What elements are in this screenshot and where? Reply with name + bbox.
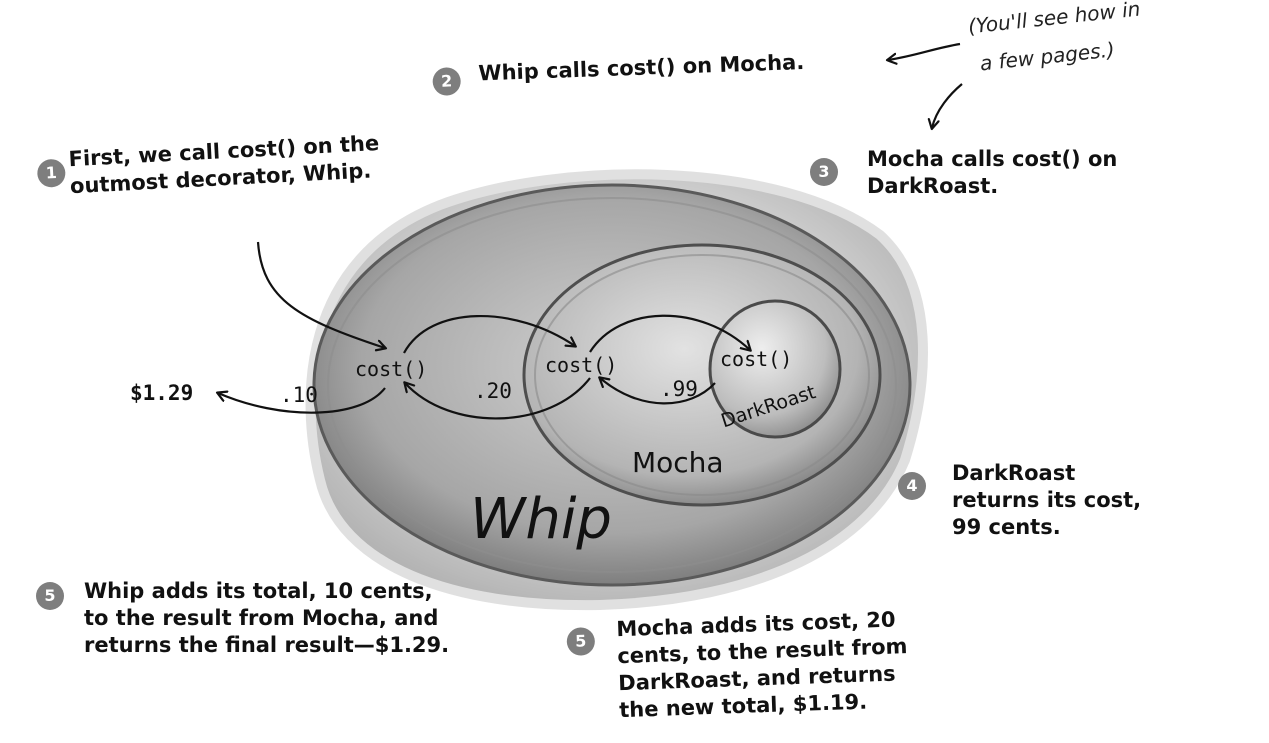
return-arrow-darkroast [600, 378, 716, 405]
step-3-text: Mocha calls cost() on DarkRoast. [867, 147, 1118, 198]
note-arrow-left [888, 42, 961, 60]
call-arrow-mocha [403, 314, 575, 354]
step-4: 4 DarkRoast returns its cost, 99 cents. [898, 460, 1141, 541]
step-3: 3 Mocha calls cost() on DarkRoast. [810, 146, 1117, 200]
mocha-cost-method: cost() [545, 353, 617, 377]
step-5-mocha-text: Mocha adds its cost, 20 cents, to the re… [616, 607, 908, 723]
note-line-1: (You'll see how in [967, 0, 1142, 38]
call-arrow-darkroast [589, 314, 750, 353]
mocha-label: Mocha [632, 446, 724, 479]
final-result-value: $1.29 [130, 381, 193, 405]
note-arrow-down [932, 83, 963, 128]
note-line-2: a few pages.) [979, 37, 1116, 75]
whip-label: Whip [470, 487, 612, 552]
step-5-whip-text: Whip adds its total, 10 cents, to the re… [84, 579, 450, 657]
whip-cost-method: cost() [355, 357, 427, 381]
step-5-mocha: 5 Mocha adds its cost, 20 cents, to the … [566, 606, 910, 726]
step-5-whip: 5 Whip adds its total, 10 cents, to the … [36, 578, 449, 659]
whip-return-value: .10 [280, 383, 318, 407]
step-3-badge: 3 [810, 158, 838, 186]
note: (You'll see how in a few pages.) [967, 0, 1142, 75]
return-arrow-mocha [405, 377, 591, 420]
step-4-text: DarkRoast returns its cost, 99 cents. [952, 461, 1142, 539]
mocha-return-value: .20 [474, 379, 512, 403]
step-5-mocha-badge: 5 [566, 627, 596, 656]
step-5-whip-badge: 5 [36, 582, 64, 610]
step-4-badge: 4 [898, 472, 926, 500]
step-1-badge: 1 [36, 158, 67, 188]
return-arrow-whip [218, 387, 386, 414]
darkroast-cost-method: cost() [720, 347, 792, 371]
darkroast-object [708, 299, 842, 439]
darkroast-return-value: .99 [660, 377, 698, 401]
darkroast-shell [708, 299, 842, 439]
call-arrow-whip [256, 241, 385, 348]
